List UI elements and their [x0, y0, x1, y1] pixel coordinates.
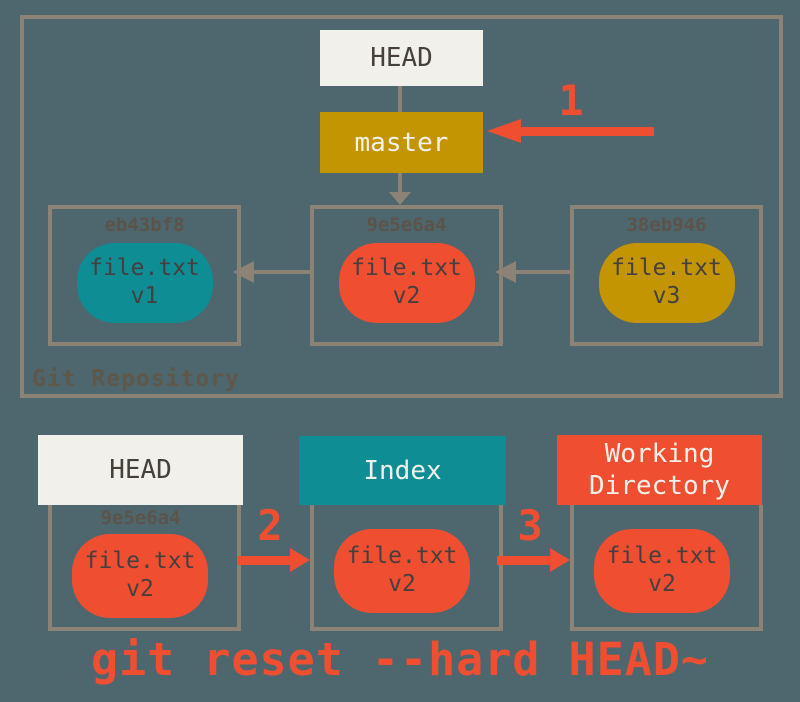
- commit-box-9e5e6a4: 9e5e6a4 file.txt v2: [310, 205, 503, 346]
- file-version: v1: [130, 283, 159, 309]
- working-directory-column-box: [570, 505, 763, 631]
- git-repository-box: [20, 15, 783, 398]
- file-version: v3: [652, 283, 681, 309]
- head-file-snapshot: file.txt v2: [72, 534, 208, 618]
- commit-hash: 9e5e6a4: [366, 214, 447, 236]
- arrow-left-icon: [495, 261, 516, 283]
- file-name: file.txt: [611, 255, 722, 282]
- head-area-box: HEAD: [38, 435, 243, 505]
- arrow-right-icon: [550, 548, 570, 572]
- git-repository-label: Git Repository: [32, 366, 240, 392]
- arrow-down-icon: [389, 192, 411, 205]
- file-snapshot-v1: file.txt v1: [76, 243, 213, 323]
- master-branch-box: master: [320, 112, 483, 173]
- step-3-arrow-shaft: [497, 556, 551, 565]
- file-snapshot-v2: file.txt v2: [338, 243, 475, 323]
- file-snapshot-v3: file.txt v3: [598, 243, 735, 323]
- commit-box-38eb946: 38eb946 file.txt v3: [570, 205, 763, 346]
- commit-box-eb43bf8: eb43bf8 file.txt v1: [48, 205, 241, 346]
- step-2-label: 2: [257, 501, 283, 550]
- file-version: v2: [388, 571, 416, 597]
- head-pointer-label: HEAD: [370, 43, 433, 73]
- arrow-left-icon: [233, 261, 254, 283]
- file-name: file.txt: [351, 255, 462, 282]
- index-column-box: [310, 505, 503, 631]
- commit3-to-commit2-arrow: [514, 270, 570, 274]
- commit-hash: eb43bf8: [104, 214, 185, 236]
- master-branch-label: master: [354, 127, 449, 158]
- master-to-commit-arrow: [398, 173, 402, 193]
- head-column-box: [48, 505, 241, 631]
- file-name: file.txt: [84, 548, 196, 575]
- file-name: file.txt: [606, 543, 718, 570]
- step-3-label: 3: [517, 501, 543, 550]
- index-area-box: Index: [299, 436, 506, 505]
- head-area-label: HEAD: [109, 455, 172, 485]
- command-caption: git reset --hard HEAD~: [90, 633, 710, 686]
- file-version: v2: [392, 283, 421, 309]
- file-name: file.txt: [346, 543, 458, 570]
- arrow-left-icon: [487, 119, 521, 143]
- head-commit-hash: 9e5e6a4: [100, 507, 181, 529]
- head-to-master-connector: [398, 86, 402, 112]
- commit-hash: 38eb946: [626, 214, 707, 236]
- working-directory-file-snapshot: file.txt v2: [594, 529, 730, 613]
- index-area-label: Index: [363, 455, 442, 486]
- index-file-snapshot: file.txt v2: [334, 529, 470, 613]
- working-directory-area-box: Working Directory: [557, 435, 762, 505]
- head-pointer-box: HEAD: [320, 30, 483, 86]
- arrow-right-icon: [290, 548, 310, 572]
- file-version: v2: [126, 576, 154, 602]
- step-2-arrow-shaft: [237, 556, 291, 565]
- file-name: file.txt: [89, 255, 200, 282]
- step-1-arrow-shaft: [520, 127, 654, 136]
- step-1-label: 1: [558, 76, 584, 125]
- file-version: v2: [648, 571, 676, 597]
- working-directory-area-label: Working Directory: [589, 438, 730, 502]
- commit2-to-commit1-arrow: [252, 270, 310, 274]
